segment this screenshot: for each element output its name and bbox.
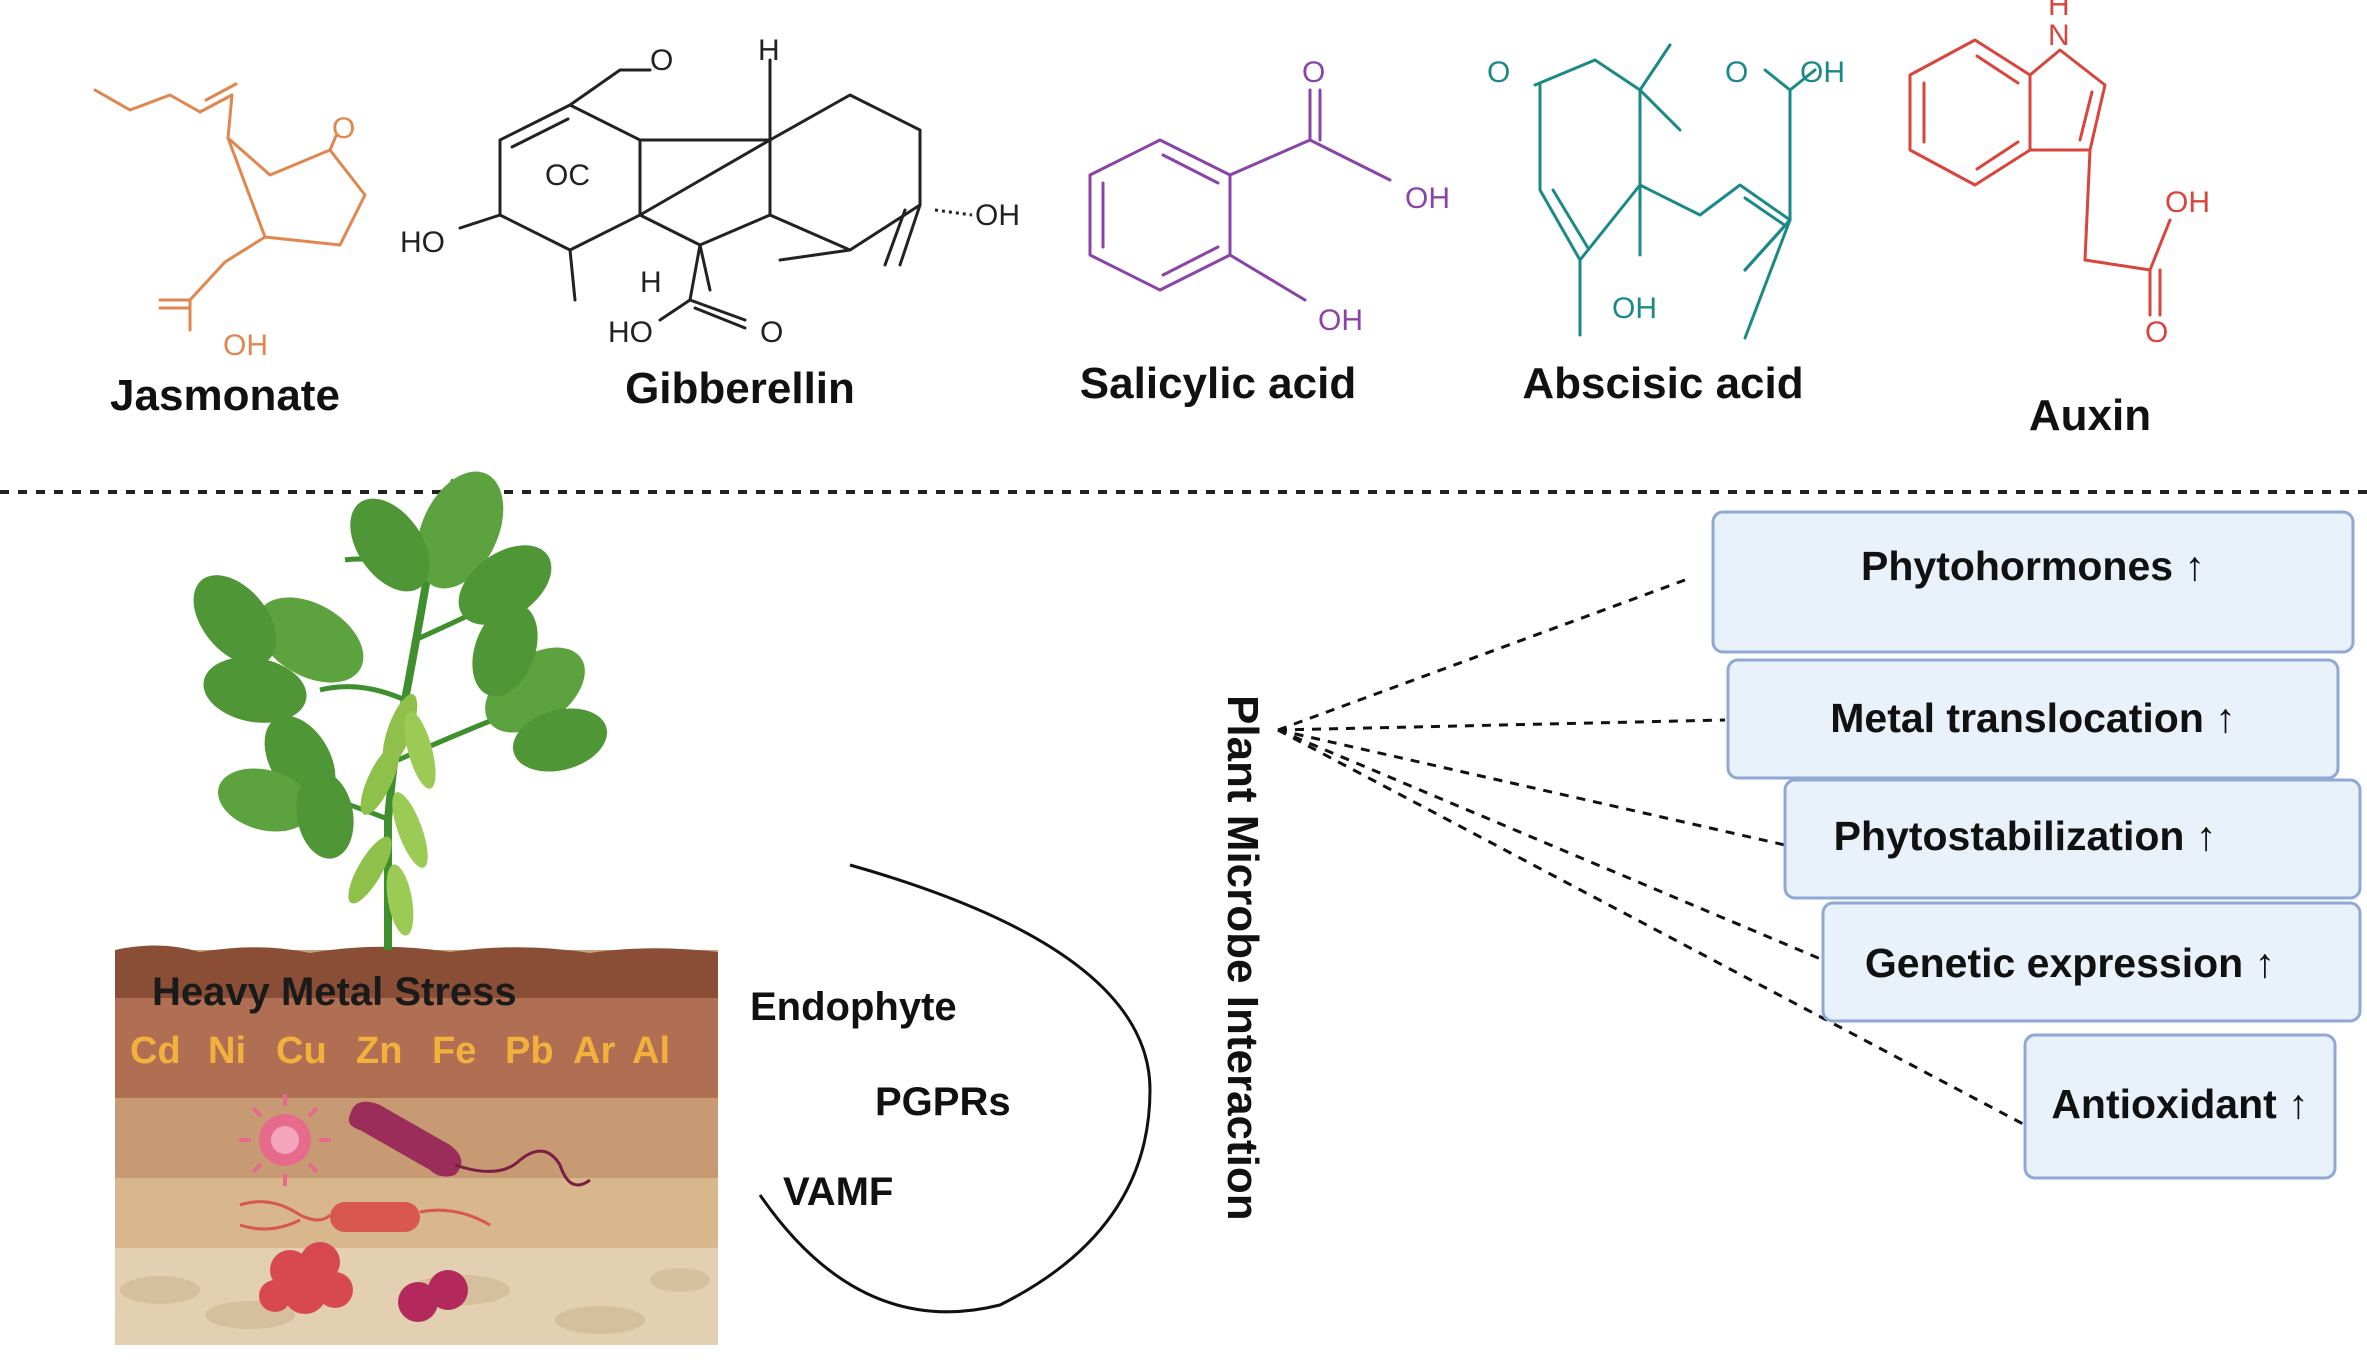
microbe-label-pgprs: PGPRs (875, 1080, 1011, 1124)
gibberellin-atom-h-top: H (758, 34, 780, 67)
salicylic-acid-atom-o: O (1302, 56, 1325, 89)
auxin-structure (1908, 38, 2172, 317)
gibberellin-atom-oc: OC (545, 159, 590, 192)
auxin-atom-oh: OH (2165, 186, 2210, 219)
abscisic-acid-atom-oh-acid: OH (1800, 56, 1845, 89)
auxin-label: Auxin (2029, 391, 2151, 440)
microbe-label-vamf: VAMF (783, 1170, 893, 1214)
gibberellin-atom-ho-left: HO (400, 226, 445, 259)
effect-label-metal-translocation: Metal translocation ↑ (1830, 695, 2236, 741)
auxin-atom-o: O (2145, 316, 2168, 349)
gibberellin-structure (458, 58, 922, 330)
salicylic-acid-atom-oh-bottom: OH (1318, 304, 1363, 337)
effect-box-metal-translocation (1726, 658, 2340, 780)
salicylic-acid-label: Salicylic acid (1080, 359, 1356, 408)
effect-box-phytostabilization (1783, 778, 2362, 900)
connector-lines (1277, 578, 2026, 1127)
metal-al: Al (632, 1030, 670, 1072)
gibberellin-atom-o-top: O (650, 44, 673, 77)
abscisic-acid-structure (1533, 43, 1817, 340)
rod-bacterium-purple (348, 1101, 591, 1187)
abscisic-acid-atom-oh-ring: OH (1612, 292, 1657, 325)
microbe-label-endophyte: Endophyte (750, 985, 957, 1029)
salicylic-acid-structure (1088, 88, 1392, 302)
abscisic-acid-atom-o-left: O (1487, 56, 1510, 89)
microbe-arc (758, 863, 1152, 1314)
metal-ar: Ar (573, 1030, 615, 1072)
effect-label-genetic-expression: Genetic expression ↑ (1865, 940, 2275, 986)
virus-microbe (239, 1094, 331, 1186)
abscisic-acid-atom-o-acid: O (1725, 56, 1748, 89)
gibberellin-atom-ho-bottom: HO (608, 316, 653, 349)
metal-fe: Fe (432, 1030, 476, 1072)
effect-label-phytohormones: Phytohormones ↑ (1861, 543, 2205, 589)
gibberellin-atom-o-bottom: O (760, 316, 783, 349)
salicylic-acid-atom-oh-top: OH (1405, 182, 1450, 215)
metal-pb: Pb (505, 1030, 554, 1072)
metal-cd: Cd (130, 1030, 181, 1072)
gibberellin-atom-oh-right: OH (975, 199, 1020, 232)
plant-microbe-interaction-label: Plant Microbe Interaction (1218, 695, 1267, 1221)
metal-zn: Zn (356, 1030, 402, 1072)
gibberellin-atom-h-mid: H (640, 266, 662, 299)
cocci-cluster (259, 1242, 353, 1314)
auxin-atom-n: N (2048, 19, 2070, 52)
effect-box-phytohormones (1711, 510, 2355, 654)
abscisic-acid-label: Abscisic acid (1522, 359, 1803, 408)
effect-box-genetic-expression (1821, 901, 2362, 1023)
gibberellin-label: Gibberellin (625, 364, 855, 413)
effect-label-antioxidant: Antioxidant ↑ (2051, 1081, 2308, 1127)
effect-box-antioxidant (2023, 1033, 2337, 1180)
metal-cu: Cu (276, 1030, 327, 1072)
metal-ni: Ni (208, 1030, 246, 1072)
jasmonate-atom-oh: OH (223, 329, 268, 362)
rod-bacterium-red (239, 1200, 491, 1232)
jasmonate-label: Jasmonate (110, 371, 340, 420)
jasmonate-structure (93, 82, 367, 332)
jasmonate-atom-o: O (332, 112, 355, 145)
soil-title: Heavy Metal Stress (152, 970, 517, 1014)
auxin-atom-h: H (2048, 0, 2070, 22)
soybean-plant (193, 471, 608, 950)
effect-label-phytostabilization: Phytostabilization ↑ (1834, 813, 2217, 859)
spiked-cocci (398, 1270, 468, 1322)
